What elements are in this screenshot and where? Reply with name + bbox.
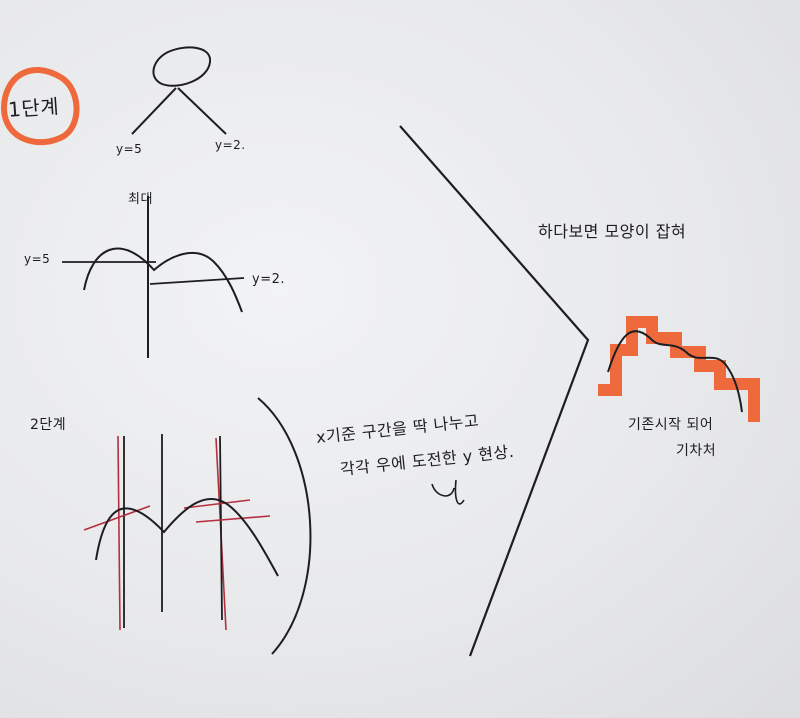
note-underline-loop xyxy=(431,479,465,505)
graph1-right-label: y=2. xyxy=(252,272,285,287)
staircase-highlight xyxy=(598,316,760,422)
right-caption-1: 기존시작 되어 xyxy=(628,417,714,433)
graph2-curve xyxy=(95,497,279,577)
graph1-line-y2 xyxy=(149,277,245,285)
step1-highlight-circle xyxy=(0,66,80,146)
graph2-red-tangent-1 xyxy=(83,505,151,531)
right-caption-2: 기차처 xyxy=(676,443,717,459)
graph2-black-axis-3 xyxy=(219,435,223,621)
graph2-red-tangent-2 xyxy=(183,499,251,509)
graph1-curve xyxy=(83,247,243,313)
step2-label: 2단계 xyxy=(30,417,67,433)
graph2-red-line-1 xyxy=(117,435,121,631)
graph2-red-tangent-3 xyxy=(195,515,271,523)
tree-right-branch xyxy=(177,87,227,135)
graph2-bracket xyxy=(257,397,312,655)
right-heading: 하다보면 모양이 잡혀 xyxy=(538,222,687,241)
tree-root-node xyxy=(152,46,212,87)
graph1-left-label: y=5 xyxy=(24,252,51,266)
tree-left-label: y=5 xyxy=(116,142,143,156)
right-curve xyxy=(607,330,743,413)
graph1-top-label: 최대 xyxy=(128,192,153,207)
chevron-divider xyxy=(399,125,590,657)
tree-left-branch xyxy=(131,87,177,135)
tree-right-label: y=2. xyxy=(215,138,246,152)
step1-label: 1단계 xyxy=(7,94,60,122)
